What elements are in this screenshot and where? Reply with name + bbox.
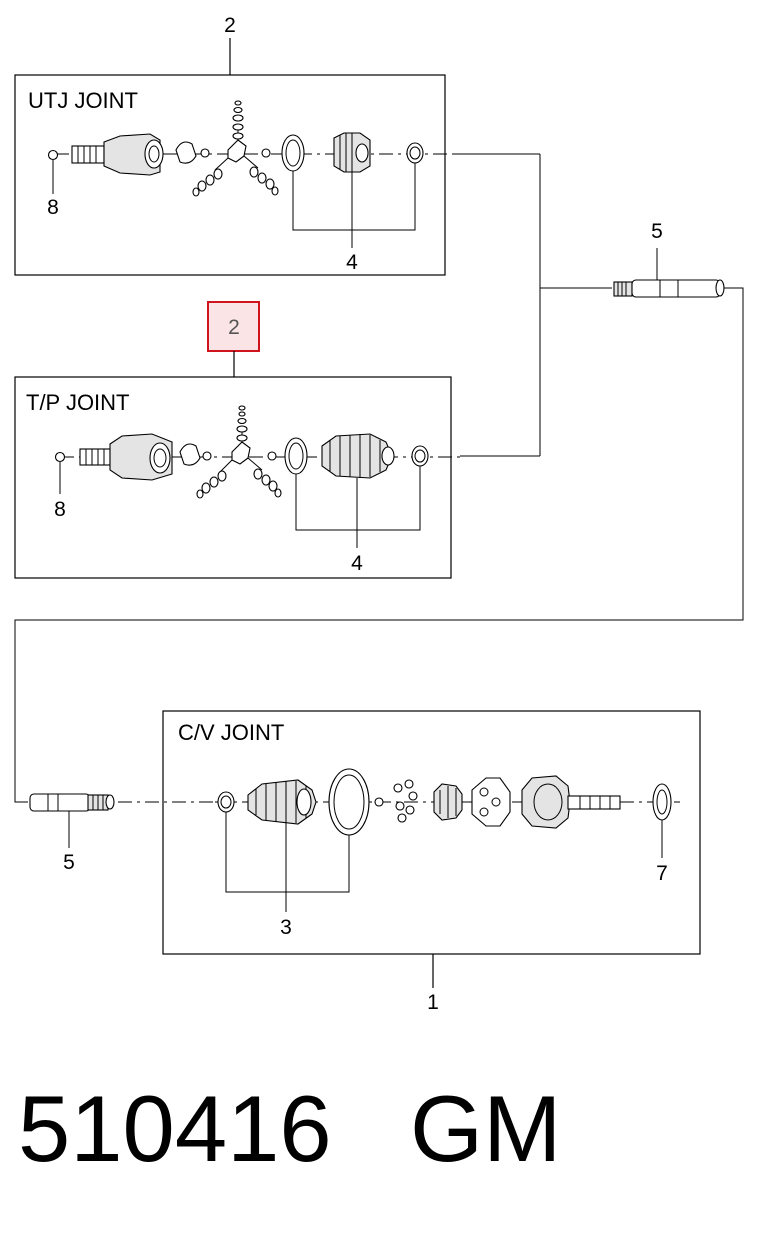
- highlight-label: 2: [228, 316, 240, 339]
- cv-boot: [247, 779, 317, 825]
- utj-retainer: [175, 141, 197, 164]
- tp-snap-ring: [54, 451, 66, 463]
- utj-spider: [227, 139, 247, 163]
- utj-callout-2: 2: [224, 14, 236, 37]
- highlighted-callout[interactable]: 2: [207, 301, 260, 377]
- connector-lines: [14, 153, 744, 803]
- cv-callout-1: 1: [427, 991, 439, 1014]
- tp-retainer: [179, 443, 201, 466]
- cv-callout-7: 7: [656, 862, 668, 885]
- highlight-box[interactable]: [207, 301, 260, 352]
- tp-joint-group: T/P JOINT: [14, 376, 460, 579]
- cv-ball: [393, 783, 403, 793]
- tp-joint-title: T/P JOINT: [26, 390, 130, 415]
- utj-callout-4: 4: [346, 251, 358, 274]
- utj-joint-title: UTJ JOINT: [28, 88, 138, 113]
- utj-joint-box: [14, 74, 446, 276]
- utj-callout-8: 8: [47, 196, 59, 219]
- tp-small-clamp: [411, 445, 429, 467]
- tp-callout-4: 4: [351, 552, 363, 575]
- utj-snap-ring: [47, 149, 59, 161]
- tp-spider: [231, 441, 251, 465]
- utj-stub-shaft: [71, 145, 105, 164]
- shaft-callout-5-lower: 5: [63, 851, 75, 874]
- cv-cage: [471, 777, 511, 827]
- tp-joint-box: [14, 376, 452, 579]
- cv-large-clamp: [328, 768, 370, 836]
- utj-small-clamp: [406, 142, 424, 164]
- tp-joint-parts: [54, 405, 460, 499]
- cv-joint-box: [162, 710, 701, 955]
- cv-joint-title: C/V JOINT: [178, 720, 284, 745]
- lower-drive-shaft: 5: [29, 793, 215, 874]
- utj-joint-group: 2 UTJ JOINT: [14, 14, 455, 276]
- cv-ring: [652, 783, 672, 821]
- utj-washer: [200, 148, 210, 158]
- cv-spline-shaft: [567, 795, 621, 810]
- shaft-callout-5-upper: 5: [651, 220, 663, 243]
- utj-joint-parts: [47, 100, 455, 197]
- cv-small-clamp: [217, 791, 235, 813]
- part-number-label: 510416 GM: [18, 1076, 562, 1181]
- upper-drive-shaft: 5: [613, 220, 725, 298]
- cv-joint-group: C/V JOINT: [162, 710, 701, 1014]
- cv-callout-3: 3: [280, 916, 292, 939]
- utj-housing: [103, 133, 161, 176]
- cv-joint-parts: [215, 768, 680, 836]
- tp-callout-8: 8: [54, 498, 66, 521]
- tp-stub-shaft: [79, 448, 111, 466]
